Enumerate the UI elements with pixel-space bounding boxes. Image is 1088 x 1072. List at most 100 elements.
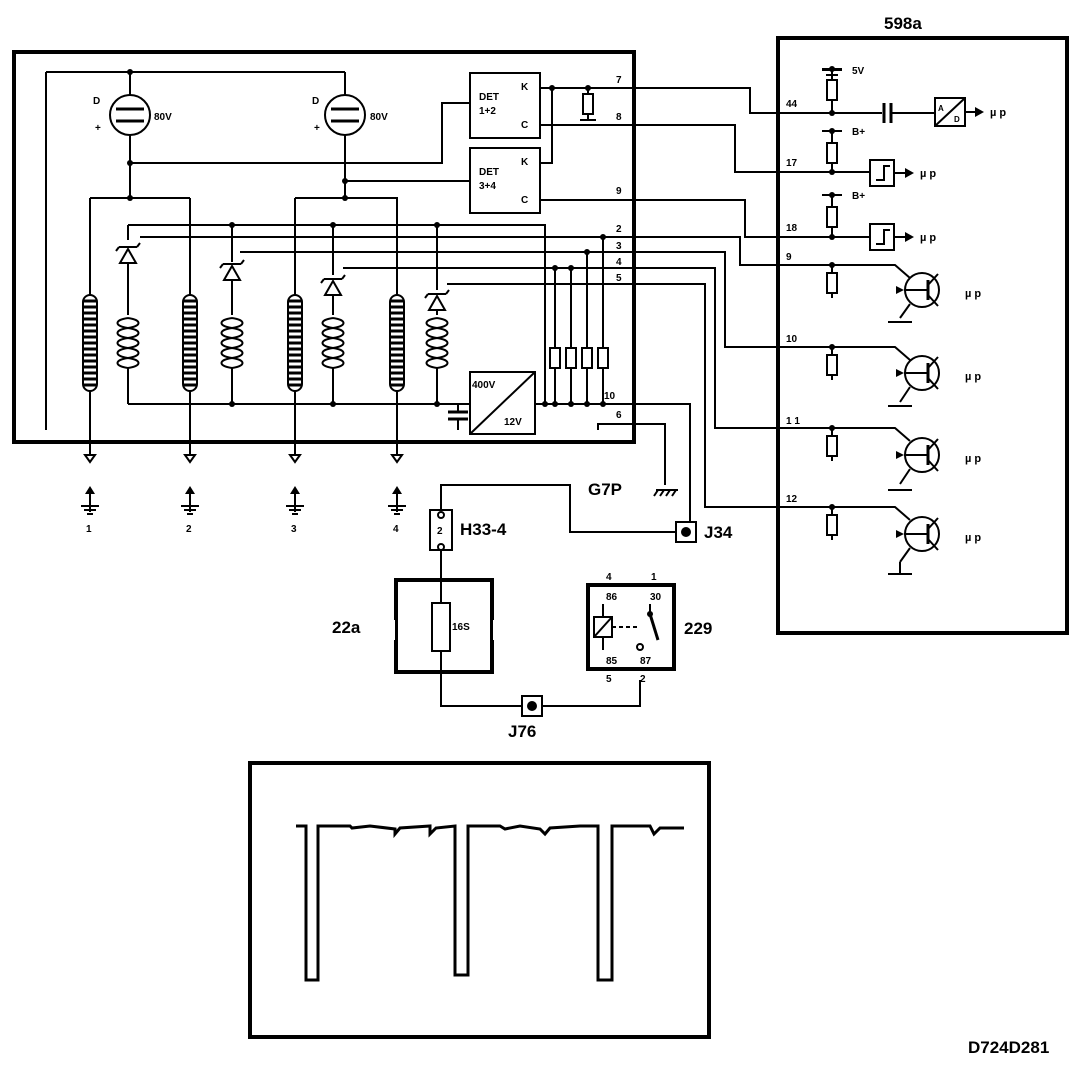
spark-label-1: 1 (86, 524, 92, 535)
spark-plug-2 (180, 485, 200, 515)
spark-plug-1 (80, 485, 100, 515)
ecu-pin-18: 18 (786, 223, 798, 234)
ecu-mup-44: µ p (990, 107, 1006, 119)
tube2-d-label: D (312, 96, 319, 107)
diode-4 (424, 289, 450, 311)
drawing-reference: D724D281 (968, 1038, 1049, 1057)
ecu-bplus-18: B+ (852, 191, 865, 202)
fuse-value: 16S (452, 622, 470, 633)
pin-9: 9 (616, 186, 622, 197)
pin-8: 8 (616, 112, 622, 123)
spark-plug-4 (387, 485, 407, 515)
diode-1 (115, 242, 141, 264)
pin-6: 6 (616, 410, 622, 421)
spark-label-4: 4 (393, 524, 399, 535)
oscilloscope-frame (248, 761, 711, 1039)
coil-primary-4 (388, 293, 406, 393)
schmitt-trigger-18 (869, 223, 895, 251)
oscilloscope-trace (296, 824, 684, 982)
coil-secondary-3 (321, 317, 345, 369)
ecu-bplus-17: B+ (852, 127, 865, 138)
det34-label-1: DET (479, 167, 499, 178)
ecu-pin-44: 44 (786, 99, 798, 110)
ecu-pin-10: 10 (786, 334, 798, 345)
tube1-plus-label: + (95, 123, 101, 134)
coil-secondary-1 (116, 317, 140, 369)
ecu-mup-17: µ p (920, 168, 936, 180)
spark-plug-3 (285, 485, 305, 515)
det34-k: K (521, 157, 529, 168)
transistor-10 (894, 354, 941, 392)
relay-term-85: 85 (606, 656, 618, 667)
pin-10: 10 (604, 391, 616, 402)
relay-conn-1: 1 (651, 572, 657, 583)
diode-2 (219, 259, 245, 281)
pin-3: 3 (616, 241, 622, 252)
tube2-voltage: 80V (370, 112, 388, 123)
junction-j34-label: J34 (704, 523, 733, 542)
fuse-16s (431, 602, 451, 652)
det34-c: C (521, 195, 528, 206)
connector-pin-2: 2 (437, 526, 443, 537)
ecu-mup-9: µ p (965, 288, 981, 300)
connector-h33-4-label: H33-4 (460, 520, 507, 539)
det12-c: C (521, 120, 528, 131)
relay-229 (586, 583, 676, 671)
det-1-2-box (469, 72, 541, 139)
pin-4: 4 (616, 257, 622, 268)
gas-tube-1 (108, 93, 152, 137)
ecu-mup-12: µ p (965, 532, 981, 544)
tube2-plus-label: + (314, 123, 320, 134)
converter-output-voltage: 12V (504, 417, 522, 428)
ecu-mup-11: µ p (965, 453, 981, 465)
pin-2: 2 (616, 224, 622, 235)
adc-d: D (954, 115, 960, 124)
ecu-label: 598a (884, 14, 922, 33)
pin-5: 5 (616, 273, 622, 284)
spark-label-2: 2 (186, 524, 192, 535)
relay-term-86: 86 (606, 592, 618, 603)
diode-3 (320, 274, 346, 296)
det-3-4-box (469, 147, 541, 214)
coil-primary-3 (286, 293, 304, 393)
ecu-598a-box (776, 36, 1069, 635)
spark-label-3: 3 (291, 524, 297, 535)
ecu-pin-9: 9 (786, 252, 792, 263)
relay-conn-5: 5 (606, 674, 612, 685)
tube1-d-label: D (93, 96, 100, 107)
coil-primary-1 (81, 293, 99, 393)
det12-label-2: 1+2 (479, 106, 496, 117)
ecu-pin-12: 12 (786, 494, 798, 505)
transistor-9 (894, 271, 941, 309)
ecu-5v-label: 5V (852, 66, 865, 77)
coil-primary-2 (181, 293, 199, 393)
ecu-pin-17: 17 (786, 158, 798, 169)
junction-j76-label: J76 (508, 722, 536, 741)
ignition-module-box (12, 50, 636, 444)
adc-a: A (938, 104, 944, 113)
det12-label-1: DET (479, 92, 499, 103)
fuse-box-22a-label: 22a (332, 618, 361, 637)
coil-secondary-4 (425, 317, 449, 369)
ecu-pin-11: 1 1 (786, 416, 800, 427)
relay-conn-2: 2 (640, 674, 646, 685)
ground-g7p-label: G7P (588, 480, 622, 499)
det12-k: K (521, 82, 529, 93)
ecu-mup-10: µ p (965, 371, 981, 383)
schmitt-trigger-17 (869, 159, 895, 187)
pin-7: 7 (616, 75, 622, 86)
det34-label-2: 3+4 (479, 181, 496, 192)
relay-229-label: 229 (684, 619, 712, 638)
coil-secondary-2 (220, 317, 244, 369)
converter-input-voltage: 400V (472, 380, 496, 391)
fuse-box-22a (394, 578, 494, 674)
relay-term-87: 87 (640, 656, 652, 667)
resistor-bank (549, 347, 609, 369)
transistor-11 (894, 436, 941, 474)
gas-tube-2 (323, 93, 367, 137)
tube1-voltage: 80V (154, 112, 172, 123)
ecu-mup-18: µ p (920, 232, 936, 244)
relay-conn-4: 4 (606, 572, 612, 583)
transistor-12 (894, 515, 941, 553)
